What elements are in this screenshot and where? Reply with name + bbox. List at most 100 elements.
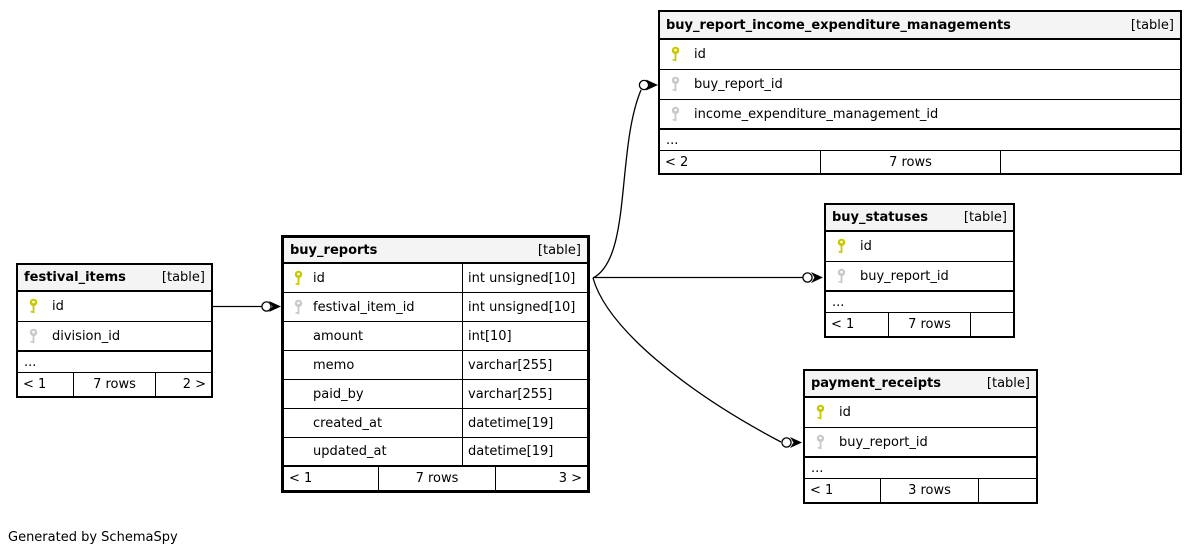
table-title: buy_reports <box>290 242 378 258</box>
table-header[interactable]: buy_report_income_expenditure_management… <box>660 12 1180 40</box>
generator-credit: Generated by SchemaSpy <box>8 530 178 545</box>
column-type: varchar[255] <box>462 351 587 379</box>
table-header[interactable]: payment_receipts [table] <box>805 371 1036 398</box>
table-payment-receipts[interactable]: payment_receipts [table] id buy_report_i… <box>803 369 1038 504</box>
column-name: created_at <box>313 415 383 431</box>
primary-key-icon <box>805 404 839 421</box>
column-name: id <box>52 299 64 314</box>
connector-circle <box>638 79 650 91</box>
column-row: id <box>826 232 1013 262</box>
column-name: income_expenditure_management_id <box>694 106 939 122</box>
column-row: buy_report_id <box>660 70 1180 100</box>
parents-count: < 1 <box>23 377 47 392</box>
ellipsis-row: ... <box>826 292 1013 313</box>
table-festival-items[interactable]: festival_items [table] id division_id ..… <box>16 263 213 398</box>
column-name: buy_report_id <box>694 77 783 92</box>
children-count <box>1000 151 1180 173</box>
column-name: id <box>860 239 872 254</box>
column-name: id <box>694 47 706 62</box>
column-row: paid_by varchar[255] <box>284 380 587 409</box>
connector-circle <box>261 301 272 312</box>
column-row: buy_report_id <box>805 428 1036 458</box>
connector-circle <box>781 437 792 448</box>
children-count <box>970 313 1013 336</box>
column-name: festival_item_id <box>313 299 415 315</box>
connector-arrow-icon <box>269 301 281 312</box>
table-footer: < 1 7 rows <box>826 313 1013 336</box>
column-type: int unsigned[10] <box>462 264 587 292</box>
column-name: memo <box>313 357 355 373</box>
table-tag: [table] <box>161 270 205 285</box>
rows-count: 7 rows <box>378 467 495 490</box>
table-header[interactable]: buy_statuses [table] <box>826 205 1013 232</box>
connector-buyreports-to-managements <box>592 89 642 279</box>
column-type: datetime[19] <box>462 409 587 437</box>
rows-count: 7 rows <box>888 313 970 336</box>
column-name: id <box>313 270 325 286</box>
table-header[interactable]: festival_items [table] <box>18 265 211 292</box>
connector-arrow-icon <box>811 272 823 283</box>
table-buy-statuses[interactable]: buy_statuses [table] id buy_report_id ..… <box>824 203 1015 338</box>
parents-count: < 1 <box>810 483 834 498</box>
column-row: id <box>660 40 1180 70</box>
table-tag: [table] <box>537 242 581 258</box>
children-count <box>978 479 1036 502</box>
table-title: payment_receipts <box>811 376 941 391</box>
foreign-key-icon <box>18 328 52 345</box>
table-footer: < 2 7 rows <box>660 151 1180 173</box>
table-footer: < 1 7 rows 2 > <box>18 373 211 396</box>
table-buy-report-income-expenditure-managements[interactable]: buy_report_income_expenditure_management… <box>658 10 1182 175</box>
table-footer: < 1 7 rows 3 > <box>284 467 587 490</box>
ellipsis-row: ... <box>660 130 1180 151</box>
table-title: festival_items <box>24 270 126 285</box>
column-type: datetime[19] <box>462 438 587 465</box>
table-footer: < 1 3 rows <box>805 479 1036 502</box>
primary-key-icon <box>660 46 694 63</box>
primary-key-icon <box>284 270 313 287</box>
parents-count: < 2 <box>665 154 689 170</box>
column-row: division_id <box>18 322 211 352</box>
rows-count: 7 rows <box>73 373 155 396</box>
column-row: buy_report_id <box>826 262 1013 292</box>
column-row: id int unsigned[10] <box>284 264 587 293</box>
connector-circle <box>802 272 813 283</box>
column-row: income_expenditure_management_id <box>660 100 1180 130</box>
foreign-key-icon <box>660 106 694 123</box>
connector-buyreports-to-receipts <box>592 277 782 443</box>
column-type: int[10] <box>462 322 587 350</box>
children-count: 3 > <box>495 467 587 490</box>
foreign-key-icon <box>805 434 839 451</box>
column-row: id <box>18 292 211 322</box>
primary-key-icon <box>826 238 860 255</box>
column-row: created_at datetime[19] <box>284 409 587 438</box>
table-tag: [table] <box>986 376 1030 391</box>
table-title: buy_report_income_expenditure_management… <box>666 17 1011 33</box>
foreign-key-icon <box>826 268 860 285</box>
connector-arrow-icon <box>790 437 802 448</box>
column-row: updated_at datetime[19] <box>284 438 587 467</box>
rows-count: 7 rows <box>820 151 1000 173</box>
column-name: buy_report_id <box>860 268 949 284</box>
column-row: festival_item_id int unsigned[10] <box>284 293 587 322</box>
column-name: buy_report_id <box>839 434 928 450</box>
primary-key-icon <box>18 298 52 315</box>
table-header[interactable]: buy_reports [table] <box>284 238 587 264</box>
table-tag: [table] <box>963 210 1007 225</box>
column-name: id <box>839 405 851 420</box>
column-row: memo varchar[255] <box>284 351 587 380</box>
column-name: updated_at <box>313 444 387 459</box>
ellipsis-row: ... <box>18 352 211 373</box>
table-title: buy_statuses <box>832 210 929 225</box>
column-name: paid_by <box>313 386 364 402</box>
foreign-key-icon <box>284 299 313 316</box>
table-buy-reports[interactable]: buy_reports [table] id int unsigned[10] … <box>281 235 590 493</box>
children-count: 2 > <box>155 373 211 396</box>
column-row: amount int[10] <box>284 322 587 351</box>
parents-count: < 1 <box>831 317 855 332</box>
column-type: int unsigned[10] <box>462 293 587 321</box>
rows-count: 3 rows <box>880 479 978 502</box>
table-tag: [table] <box>1130 17 1174 33</box>
column-type: varchar[255] <box>462 380 587 408</box>
column-name: amount <box>313 328 364 344</box>
